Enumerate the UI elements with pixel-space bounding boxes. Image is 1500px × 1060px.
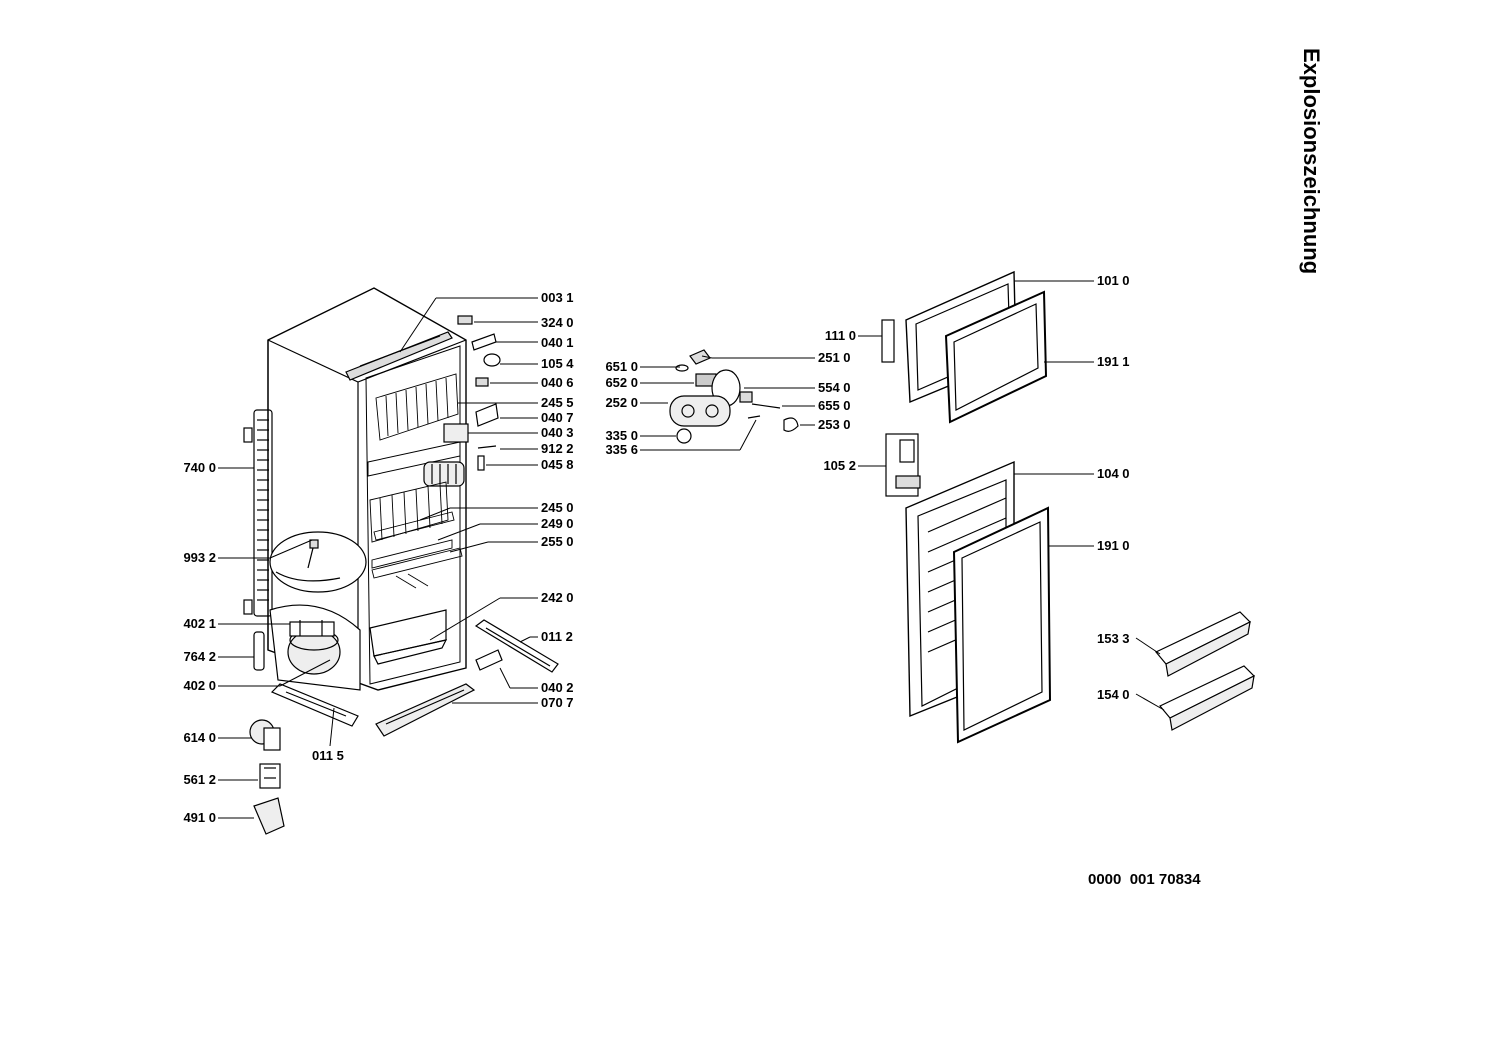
label-1540: 154 0 (1097, 687, 1130, 702)
fridge-shelves (369, 481, 455, 569)
label-2520: 252 0 (605, 395, 638, 410)
label-3240: 324 0 (541, 315, 574, 330)
label-6550: 655 0 (818, 398, 851, 413)
label-2550: 255 0 (541, 534, 574, 549)
label-2450: 245 0 (541, 500, 574, 515)
label-3350: 335 0 (605, 428, 638, 443)
label-2420: 242 0 (541, 590, 574, 605)
label-5540: 554 0 (818, 380, 851, 395)
label-0115: 011 5 (312, 748, 344, 763)
freezer-shelf (375, 373, 459, 441)
label-3356: 335 6 (605, 442, 638, 457)
condenser-coil (243, 409, 273, 617)
thermostat-group (669, 349, 799, 444)
freezer-door (881, 270, 1048, 424)
page-title: Explosionszeichnung (1299, 48, 1324, 275)
label-7642: 764 2 (183, 649, 216, 664)
label-1533: 153 3 (1097, 631, 1130, 646)
label-0407: 040 7 (541, 410, 574, 425)
label-0707: 070 7 (541, 695, 574, 710)
label-1110: 111 0 (824, 328, 856, 343)
document-number: 0000 001 70834 (1088, 871, 1201, 888)
label-9932: 993 2 (183, 550, 216, 565)
label-0112: 011 2 (541, 629, 573, 644)
label-2510: 251 0 (818, 350, 851, 365)
label-1911: 191 1 (1097, 354, 1130, 369)
label-1054: 105 4 (541, 356, 574, 371)
label-6510: 651 0 (605, 359, 638, 374)
label-9122: 912 2 (541, 441, 574, 456)
compressor (269, 604, 361, 691)
fridge-door (885, 433, 1052, 744)
label-7400: 740 0 (183, 460, 216, 475)
label-5612: 561 2 (183, 772, 216, 787)
glass-shelf (371, 547, 463, 589)
label-0458: 045 8 (541, 457, 574, 472)
label-0406: 040 6 (541, 375, 574, 390)
label-4021: 402 1 (183, 616, 216, 631)
label-1040: 104 0 (1097, 466, 1130, 481)
label-2530: 253 0 (818, 417, 851, 432)
label-1010: 101 0 (1097, 273, 1130, 288)
door-shelves (1155, 611, 1256, 731)
label-4020: 402 0 (183, 678, 216, 693)
crisper-drawer (369, 609, 448, 665)
label-6520: 652 0 (605, 375, 638, 390)
label-0403: 040 3 (541, 425, 574, 440)
loose-parts (249, 719, 285, 835)
label-0031: 003 1 (541, 290, 574, 305)
label-0402: 040 2 (541, 680, 574, 695)
label-1910: 191 0 (1097, 538, 1130, 553)
label-2490: 249 0 (541, 516, 574, 531)
bottom-rails (270, 619, 559, 737)
inner-light-housing (423, 461, 465, 487)
drain-detail (269, 531, 367, 593)
filter-dryer (253, 631, 265, 671)
label-6140: 614 0 (183, 730, 216, 745)
label-0401: 040 1 (541, 335, 574, 350)
leader-lines (218, 280, 1165, 819)
label-2455: 245 5 (541, 395, 574, 410)
label-4910: 491 0 (183, 810, 216, 825)
label-1052: 105 2 (823, 458, 856, 473)
